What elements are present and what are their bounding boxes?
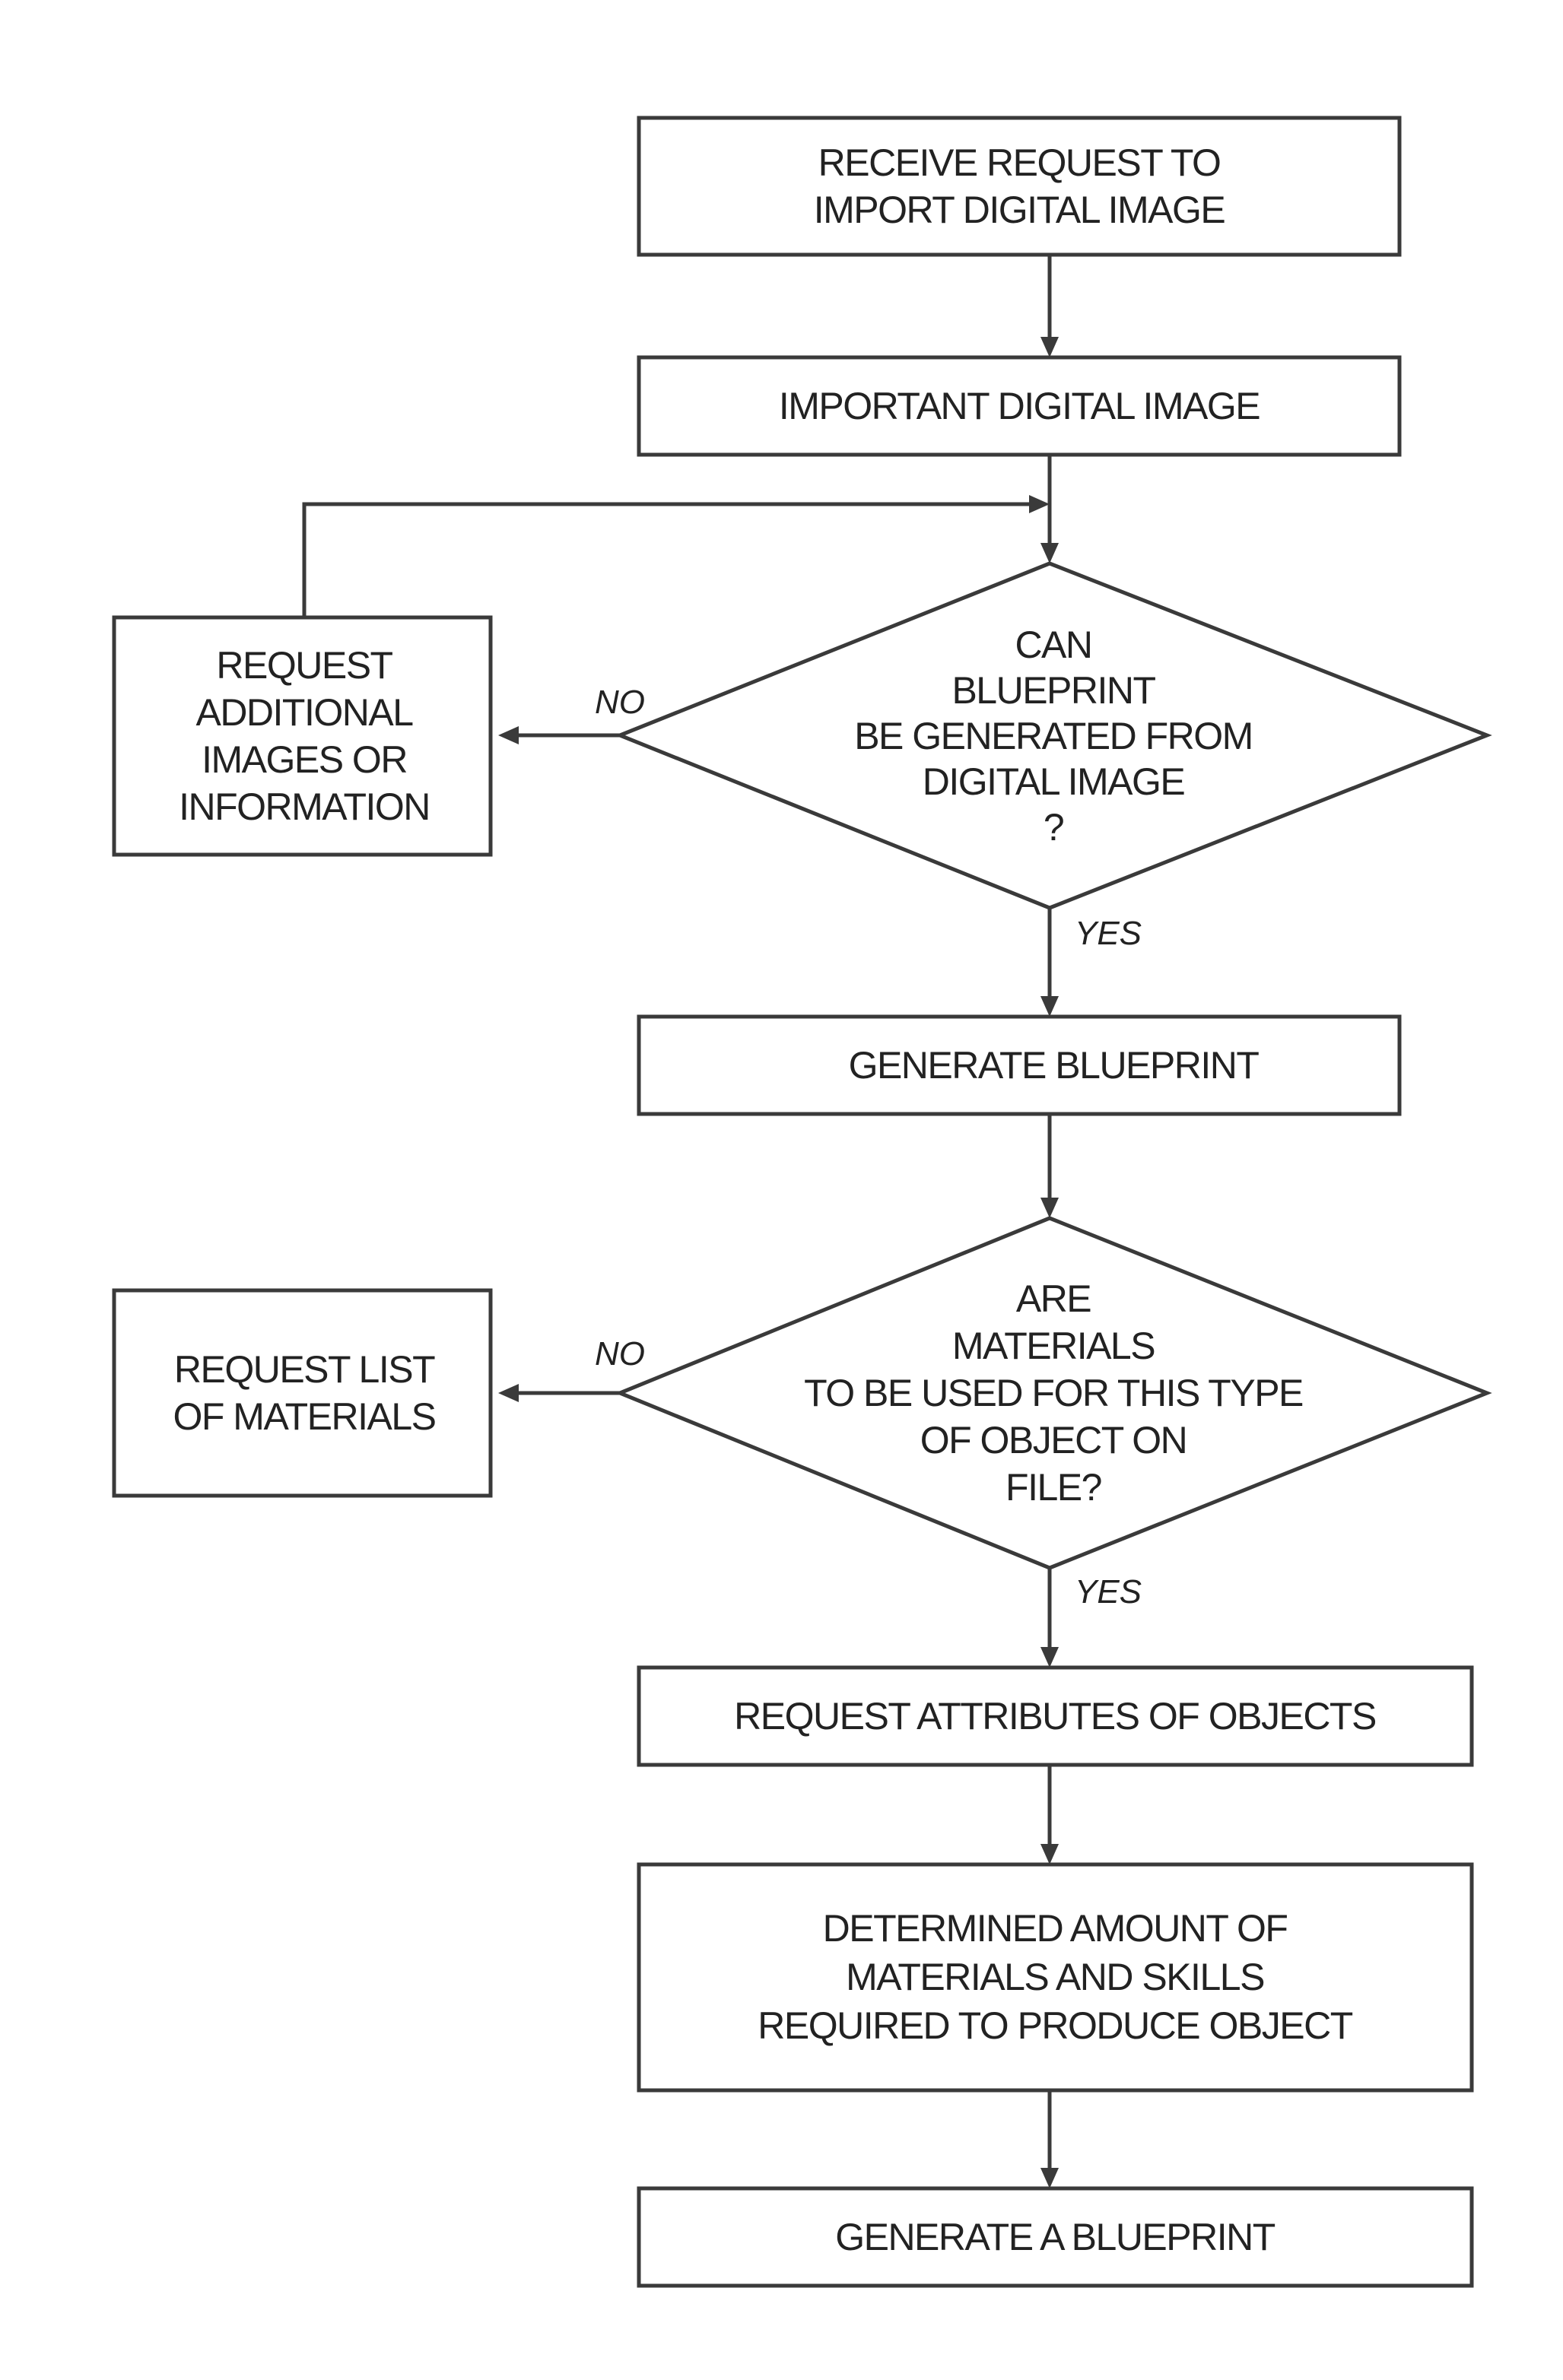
materials-decision-line-1: ARE: [1016, 1277, 1091, 1320]
materials-decision-line-5: FILE?: [1005, 1466, 1101, 1509]
generate-a-blueprint-node: GENERATE A BLUEPRINT: [639, 2188, 1472, 2286]
request-additional-line-1: REQUEST: [216, 644, 392, 687]
materials-decision-line-4: OF OBJECT ON: [920, 1419, 1187, 1461]
determine-amount-node: DETERMINED AMOUNT OF MATERIALS AND SKILLS…: [639, 1864, 1472, 2090]
request-additional-node: REQUESTADDITIONALIMAGES ORINFORMATION: [114, 617, 491, 855]
arrow-receive-to-import: [1040, 255, 1059, 357]
arrow-attributes-to-determine: [1040, 1765, 1059, 1864]
materials-decision-line-3: TO BE USED FOR THIS TYPE: [804, 1372, 1303, 1414]
can-generate-decision-line-5: ?: [1044, 806, 1063, 849]
generate-blueprint-label: GENERATE BLUEPRINT: [849, 1044, 1260, 1087]
receive-request-line-2: IMPORT DIGITAL IMAGE: [814, 189, 1225, 231]
determine-amount-line-1: DETERMINED AMOUNT OF: [823, 1907, 1288, 1950]
request-additional-line-4: INFORMATION: [179, 785, 430, 828]
receive-request-line-1: RECEIVE REQUEST TO: [818, 141, 1221, 184]
arrow-decision1-no: [498, 726, 620, 744]
import-image-node: IMPORTANT DIGITAL IMAGE: [639, 357, 1399, 455]
decision2-yes-label: YES: [1075, 1573, 1142, 1610]
decision2-no-label: NO: [595, 1335, 645, 1372]
materials-decision-node: ARE MATERIALS TO BE USED FOR THIS TYPE OF O…: [620, 1218, 1487, 1568]
arrow-blueprint-to-decision2: [1040, 1114, 1059, 1218]
materials-decision-line-2: MATERIALS: [952, 1325, 1155, 1367]
generate-blueprint-line-1: GENERATE BLUEPRINT: [849, 1044, 1260, 1087]
arrow-decision2-yes: [1040, 1568, 1059, 1668]
determine-amount-line-2: MATERIALS AND SKILLS: [846, 1956, 1264, 1998]
generate-blueprint-node: GENERATE BLUEPRINT: [639, 1017, 1399, 1114]
generate-a-blueprint-line-1: GENERATE A BLUEPRINT: [835, 2216, 1275, 2258]
determine-amount-line-3: REQUIRED TO PRODUCE OBJECT: [758, 2004, 1352, 2047]
import-image-label: IMPORTANT DIGITAL IMAGE: [779, 385, 1260, 427]
can-generate-decision-node: CANBLUEPRINTBE GENERATED FROMDIGITAL IMA…: [620, 563, 1487, 908]
arrow-decision2-no: [498, 1384, 620, 1402]
request-attributes-line-1: REQUEST ATTRIBUTES OF OBJECTS: [734, 1695, 1376, 1737]
request-materials-list-line-2: OF MATERIALS: [173, 1395, 435, 1438]
request-additional-line-3: IMAGES OR: [202, 738, 407, 781]
can-generate-decision-line-2: BLUEPRINT: [951, 669, 1155, 712]
can-generate-decision-line-4: DIGITAL IMAGE: [923, 760, 1185, 803]
request-attributes-node: REQUEST ATTRIBUTES OF OBJECTS: [639, 1668, 1472, 1765]
request-attributes-label: REQUEST ATTRIBUTES OF OBJECTS: [734, 1695, 1376, 1737]
request-materials-list-line-1: REQUEST LIST: [174, 1348, 435, 1391]
arrow-loop-back: [304, 495, 1050, 617]
determine-amount-label: DETERMINED AMOUNT OF MATERIALS AND SKILLS…: [758, 1907, 1352, 2047]
generate-a-blueprint-label: GENERATE A BLUEPRINT: [835, 2216, 1275, 2258]
request-additional-line-2: ADDITIONAL: [195, 691, 413, 734]
can-generate-decision-line-1: CAN: [1015, 624, 1091, 666]
request-materials-list-node: REQUEST LISTOF MATERIALS: [114, 1290, 491, 1496]
can-generate-decision-line-3: BE GENERATED FROM: [854, 715, 1253, 757]
import-image-line-1: IMPORTANT DIGITAL IMAGE: [779, 385, 1260, 427]
arrow-decision1-yes: [1040, 908, 1059, 1017]
decision1-yes-label: YES: [1075, 915, 1142, 952]
arrow-import-to-decision1: [1040, 455, 1059, 563]
arrow-determine-to-final: [1040, 2090, 1059, 2188]
decision1-no-label: NO: [595, 684, 645, 721]
receive-request-node: RECEIVE REQUEST TO IMPORT DIGITAL IMAGE: [639, 118, 1399, 255]
